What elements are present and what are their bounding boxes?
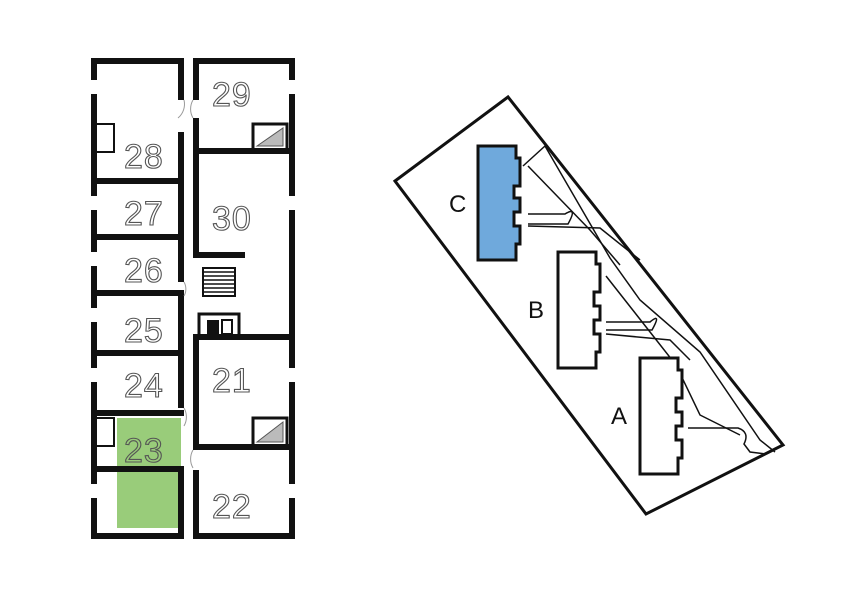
floor-plan: 28 29 27 30 26 25 24 21 [91,58,295,539]
corridor-wall-right [193,58,199,100]
corridor-wall-left [178,470,184,539]
outer-wall-top-left [91,58,184,64]
partition [91,234,184,240]
bathroom [95,417,115,447]
bathroom [95,123,115,153]
corridor-wall-left [178,132,184,282]
door-swings [177,99,194,469]
walkways [522,144,776,455]
corridor-wall-right [193,118,199,258]
room-29-label: 29 [212,76,252,114]
building-a-footprint [638,356,684,476]
partition [193,334,295,340]
room-23-label: 23 [124,432,164,470]
corridor-wall-left [178,58,184,100]
outer-wall-top-right [193,58,295,64]
partition [91,350,184,356]
building-a-label: A [611,403,627,430]
room-25-label: 25 [124,312,164,350]
outer-wall-bottom-left [91,533,184,539]
room-28-label: 28 [124,138,164,176]
bathroom-fixture [255,420,284,443]
room-28[interactable]: 28 [97,64,178,178]
building-b[interactable]: B [528,250,602,370]
building-c-footprint [476,144,522,262]
room-26[interactable]: 26 [97,240,178,290]
partition [91,410,184,416]
building-a[interactable]: A [611,356,684,476]
partition [193,148,295,154]
partition [91,466,184,472]
bathroom [251,416,289,448]
site-boundary [392,94,786,516]
room-25[interactable]: 25 [97,296,178,350]
outer-wall-left [91,58,97,539]
room-23-highlight [117,418,181,528]
bathroom-fixture [255,127,284,147]
room-29[interactable]: 29 [199,64,289,148]
corridor-wall-right [193,470,199,539]
windows [91,80,295,498]
room-22[interactable]: 22 [199,450,289,533]
partition [193,444,295,450]
building-c[interactable]: C [449,144,522,262]
room-27[interactable]: 27 [97,184,178,234]
room-21-label: 21 [212,362,252,400]
partition [91,178,184,184]
building-b-label: B [528,297,544,324]
room-24[interactable]: 24 [97,356,178,410]
room-30[interactable]: 30 [199,154,289,252]
room-21[interactable]: 21 [199,340,289,444]
outer-wall-bottom-right [193,533,295,539]
room-23[interactable]: 23 [117,416,178,528]
room-22-label: 22 [212,488,252,526]
corridor-wall-right [193,338,199,450]
partition [91,290,184,296]
room-24-label: 24 [124,367,164,405]
building-b-footprint [556,250,602,370]
bathroom [251,122,289,152]
site-plan: C B A [392,94,786,516]
room-26-label: 26 [124,252,164,290]
building-c-label: C [449,191,466,218]
outer-wall-right [289,58,295,539]
stairs [197,267,241,340]
room-30-label: 30 [212,200,252,238]
partition [193,252,245,258]
room-27-label: 27 [124,195,164,233]
